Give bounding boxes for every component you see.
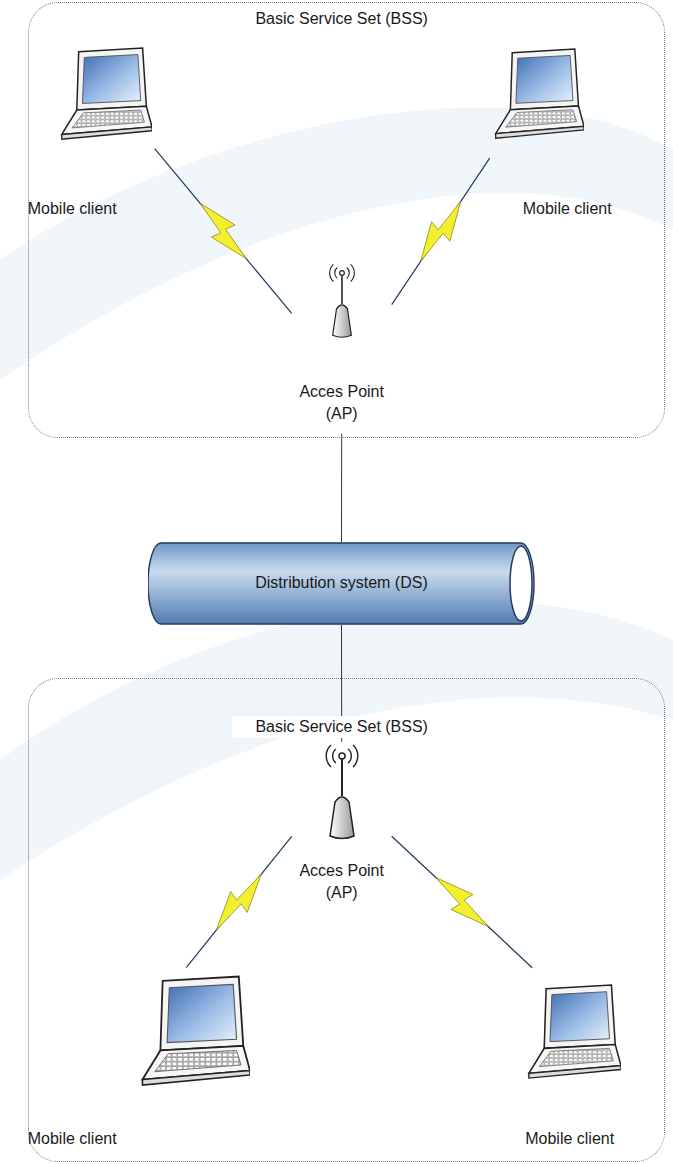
- mobile-client: Mobile client: [10, 35, 155, 225]
- wireless-link: [392, 158, 490, 304]
- laptop-icon: [496, 49, 584, 138]
- mobile-client: Mobile client: [495, 968, 645, 1158]
- lightning-bolt: [216, 874, 261, 930]
- service-set-region: Basic Service Set (BSS)Mobile clientMobi…: [28, 2, 665, 438]
- node-label: Mobile client: [10, 198, 135, 220]
- mobile-client: Mobile client: [15, 968, 260, 1158]
- background-swoosh: [0, 107, 673, 380]
- access-point: Acces Point (AP): [292, 742, 392, 914]
- mobile-client: Mobile client: [490, 35, 640, 225]
- region-title: Basic Service Set (BSS): [232, 8, 452, 30]
- node-label: Mobile client: [495, 198, 640, 220]
- node-label: Mobile client: [500, 1128, 640, 1150]
- service-set-region: Basic Service Set (BSS) Acces Point (AP) M…: [28, 678, 665, 1162]
- distribution-system: Distribution system (DS): [148, 542, 535, 625]
- wireless-link: [155, 149, 292, 314]
- node-label: Acces Point (AP): [292, 860, 392, 905]
- access-point: Acces Point (AP): [292, 262, 392, 434]
- lightning-bolt: [421, 202, 461, 262]
- lightning-bolt: [200, 203, 246, 258]
- cylinder-end: [510, 546, 532, 621]
- wireless-link: [392, 836, 533, 967]
- access-point-icon: [330, 264, 355, 337]
- laptop-icon: [142, 977, 250, 1086]
- background-swoosh: [0, 600, 673, 880]
- laptop-icon: [62, 48, 152, 139]
- lightning-bolt: [436, 877, 489, 926]
- access-point-icon: [326, 745, 358, 839]
- node-label: Acces Point (AP): [292, 381, 392, 426]
- node-label: Mobile client: [15, 1128, 130, 1150]
- laptop-icon: [529, 985, 621, 1078]
- wireless-link: [186, 836, 291, 967]
- cylinder-body: [148, 543, 534, 624]
- wired-link: [341, 434, 342, 542]
- region-title: Basic Service Set (BSS): [232, 716, 452, 738]
- node-label: Distribution system (DS): [148, 572, 535, 594]
